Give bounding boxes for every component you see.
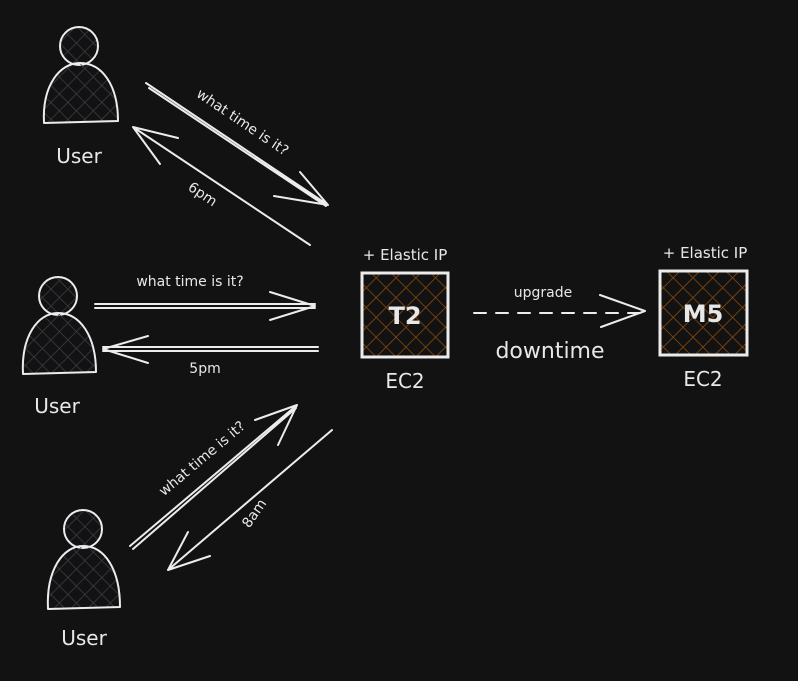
request-label-3: what time is it?	[156, 418, 249, 499]
instance-type: T2	[388, 302, 421, 330]
ec2-label: EC2	[385, 369, 424, 393]
user-body-icon	[42, 62, 119, 124]
user-head-icon	[59, 26, 99, 66]
request-arrow-1	[145, 82, 329, 207]
response-label-2: 5pm	[189, 361, 220, 377]
ec2-label: EC2	[683, 367, 722, 391]
user-2: User	[21, 276, 97, 418]
user-body-icon	[46, 545, 121, 610]
response-label-3: 8am	[239, 496, 270, 531]
elastic-ip-label: + Elastic IP	[663, 244, 748, 262]
upgrade-arrow	[473, 294, 646, 328]
elastic-ip-label: + Elastic IP	[363, 246, 448, 264]
user-3: User	[46, 509, 121, 650]
user-head-icon	[63, 509, 103, 549]
request-arrow-3	[129, 404, 298, 550]
user-label: User	[56, 144, 102, 168]
user-head-icon	[38, 276, 78, 316]
ec2-instance-t2: + Elastic IP T2 EC2	[360, 246, 450, 393]
user-1: User	[42, 26, 119, 168]
response-label-1: 6pm	[185, 179, 220, 210]
response-arrow-2	[102, 335, 319, 364]
response-arrow-1	[132, 126, 311, 246]
upgrade-label: upgrade	[514, 285, 572, 301]
ec2-instance-m5: + Elastic IP M5 EC2	[658, 244, 749, 391]
response-arrow-3	[167, 429, 333, 571]
user-body-icon	[21, 312, 97, 375]
request-arrow-2	[94, 291, 316, 321]
user-label: User	[61, 626, 107, 650]
user-label: User	[34, 394, 80, 418]
instance-type: M5	[683, 300, 724, 328]
request-label-2: what time is it?	[136, 274, 243, 290]
downtime-label: downtime	[495, 339, 604, 364]
